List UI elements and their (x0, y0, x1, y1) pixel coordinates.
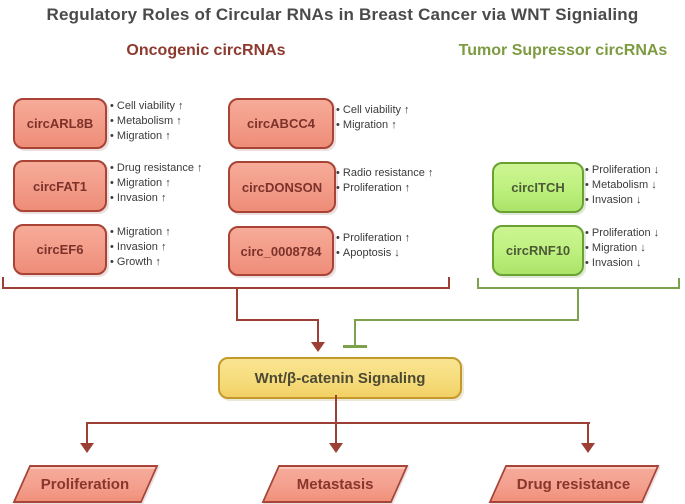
effect-item: Proliferation ↑ (336, 181, 433, 196)
effect-item: Cell viability ↑ (110, 99, 184, 114)
oncogenic-connector-drop2 (317, 319, 319, 343)
effect-item: Migration ↓ (585, 241, 659, 256)
effect-item: Proliferation ↓ (585, 226, 659, 241)
effect-item: Drug resistance ↑ (110, 161, 203, 176)
effect-item: Invasion ↓ (585, 256, 659, 271)
outcome-proliferation: Proliferation (12, 465, 159, 503)
suppressor-connector-drop2 (354, 319, 356, 346)
outcome-drug-resistance: Drug resistance (488, 465, 660, 503)
outcome-label: Metastasis (296, 475, 374, 493)
node-label: circDONSON (241, 179, 323, 195)
oncogenic-bracket-right-stub (448, 277, 450, 288)
node-label: circARL8B (26, 116, 94, 131)
effects-circFAT1: Drug resistance ↑ Migration ↑ Invasion ↑ (110, 161, 203, 206)
effect-item: Apoptosis ↓ (336, 246, 410, 261)
effect-item: Radio resistance ↑ (336, 166, 434, 181)
outcome-metastasis: Metastasis (261, 465, 409, 503)
effects-circDONSON: Radio resistance ↑ Proliferation ↑ (336, 166, 434, 196)
effects-circEF6: Migration ↑ Invasion ↑ Growth ↑ (110, 225, 171, 270)
node-circARL8B: circARL8B (13, 98, 107, 149)
suppressor-bracket-left-stub (477, 278, 479, 289)
suppressor-connector-drop1 (577, 287, 579, 321)
oncogenic-bracket-left-stub (2, 277, 4, 288)
effects-circITCH: Proliferation ↓ Metabolism ↓ Invasion ↓ (585, 163, 659, 208)
drug-resistance-arrowhead (581, 443, 595, 453)
suppressor-connector-elbow (355, 319, 579, 321)
node-label: circFAT1 (33, 178, 87, 194)
node-label: circ_0008784 (240, 243, 322, 259)
oncogenic-connector-elbow (236, 319, 319, 321)
effect-item: Invasion ↑ (110, 191, 203, 206)
oncogenic-header: Oncogenic circRNAs (126, 42, 286, 59)
node-label: circRNF10 (505, 243, 571, 258)
node-circITCH: circITCH (492, 162, 584, 213)
node-circDONSON: circDONSON (228, 161, 336, 213)
oncogenic-bracket-horizontal (2, 287, 450, 289)
outcome-connector-horizontal (86, 422, 590, 424)
activation-arrowhead (311, 342, 325, 352)
effect-item: Migration ↑ (110, 129, 184, 144)
effects-circARL8B: Cell viability ↑ Metabolism ↑ Migration … (110, 99, 184, 144)
node-circEF6: circEF6 (13, 224, 107, 275)
effect-item: Metabolism ↓ (585, 178, 659, 193)
effect-item: Proliferation ↑ (336, 231, 410, 246)
node-label: circEF6 (36, 242, 84, 257)
oncogenic-connector-drop1 (236, 287, 238, 321)
node-label: circABCC4 (247, 116, 315, 131)
effect-item: Migration ↑ (110, 176, 203, 191)
effect-item: Migration ↑ (110, 225, 171, 240)
node-label: Wnt/β-catenin Signaling (254, 369, 426, 387)
tumor-suppressor-header: Tumor Supressor circRNAs (458, 42, 668, 59)
outcome-label: Drug resistance (517, 475, 631, 493)
effect-item: Invasion ↓ (585, 193, 659, 208)
node-circFAT1: circFAT1 (13, 160, 107, 212)
effects-circRNF10: Proliferation ↓ Migration ↓ Invasion ↓ (585, 226, 659, 271)
effect-item: Growth ↑ (110, 255, 171, 270)
outcome-connector-right-drop (587, 422, 589, 444)
effect-item: Metabolism ↑ (110, 114, 184, 129)
metastasis-arrowhead (329, 443, 343, 453)
node-circRNF10: circRNF10 (492, 225, 584, 276)
effect-item: Cell viability ↑ (336, 103, 410, 118)
node-label: circITCH (511, 180, 565, 195)
effects-circABCC4: Cell viability ↑ Migration ↑ (336, 103, 410, 133)
effect-item: Invasion ↑ (110, 240, 171, 255)
outcome-connector-left-drop (86, 422, 88, 444)
outcome-label: Proliferation (41, 475, 130, 493)
node-circ_0008784: circ_0008784 (228, 226, 334, 276)
node-circABCC4: circABCC4 (228, 98, 334, 149)
suppressor-bracket-right-stub (678, 278, 680, 289)
inhibition-tbar (343, 345, 367, 348)
proliferation-arrowhead (80, 443, 94, 453)
effect-item: Proliferation ↓ (585, 163, 659, 178)
effect-item: Migration ↑ (336, 118, 410, 133)
node-wnt-signaling: Wnt/β-catenin Signaling (218, 357, 462, 399)
diagram-title: Regulatory Roles of Circular RNAs in Bre… (46, 5, 639, 24)
effects-circ_0008784: Proliferation ↑ Apoptosis ↓ (336, 231, 410, 261)
outcome-connector-middle-drop (335, 395, 337, 444)
